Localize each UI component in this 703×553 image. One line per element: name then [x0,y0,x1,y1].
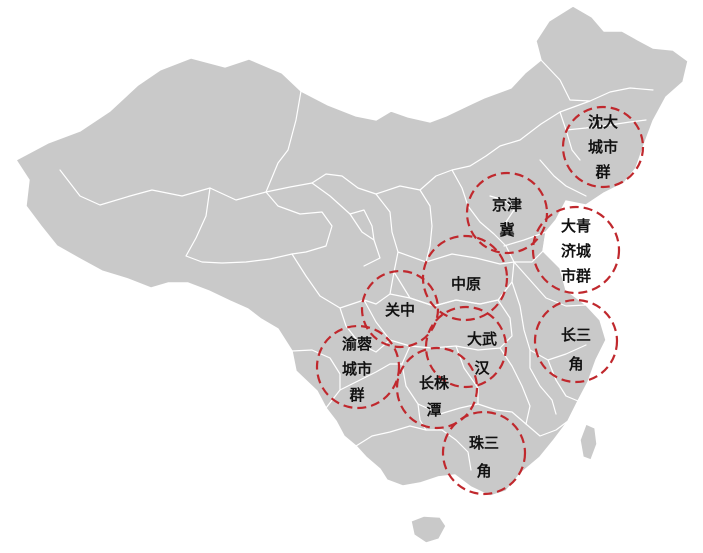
cluster-ring-yangtze-delta [533,298,619,384]
cluster-ring-changzhutan [395,346,479,430]
label-wuhan: 大武汉 [467,330,497,377]
cluster-ring-guanzhong [360,269,440,349]
cluster-ring-jinan-qingdao [531,205,621,295]
label-pearl-delta: 珠三角 [469,434,499,480]
taiwan-island [579,423,598,461]
china-mainland [15,5,689,497]
cluster-labels: 沈大城市群 京津冀 大青济城市群 中原 关中 大武汉 长三角 渝蓉城市群 长株潭… [342,113,618,480]
label-zhongyuan: 中原 [451,275,481,293]
hainan-island [410,515,447,544]
label-shenyang-dalian: 沈大城市群 [588,113,618,181]
cluster-ring-chengyu [315,324,401,410]
label-guanzhong: 关中 [385,301,415,319]
label-changzhutan: 长株潭 [419,374,450,419]
label-jing-jin-ji: 京津冀 [492,196,522,239]
label-yangtze-delta: 长三角 [561,326,591,373]
cluster-rings [315,105,645,496]
cluster-ring-jing-jin-ji [465,171,549,255]
cluster-ring-pearl-delta [441,410,527,496]
label-chengyu: 渝蓉城市群 [342,335,372,404]
cluster-ring-shenyang-dalian [561,105,645,189]
cluster-ring-wuhan [424,305,508,389]
label-jinan-qingdao: 大青济城市群 [561,217,591,285]
